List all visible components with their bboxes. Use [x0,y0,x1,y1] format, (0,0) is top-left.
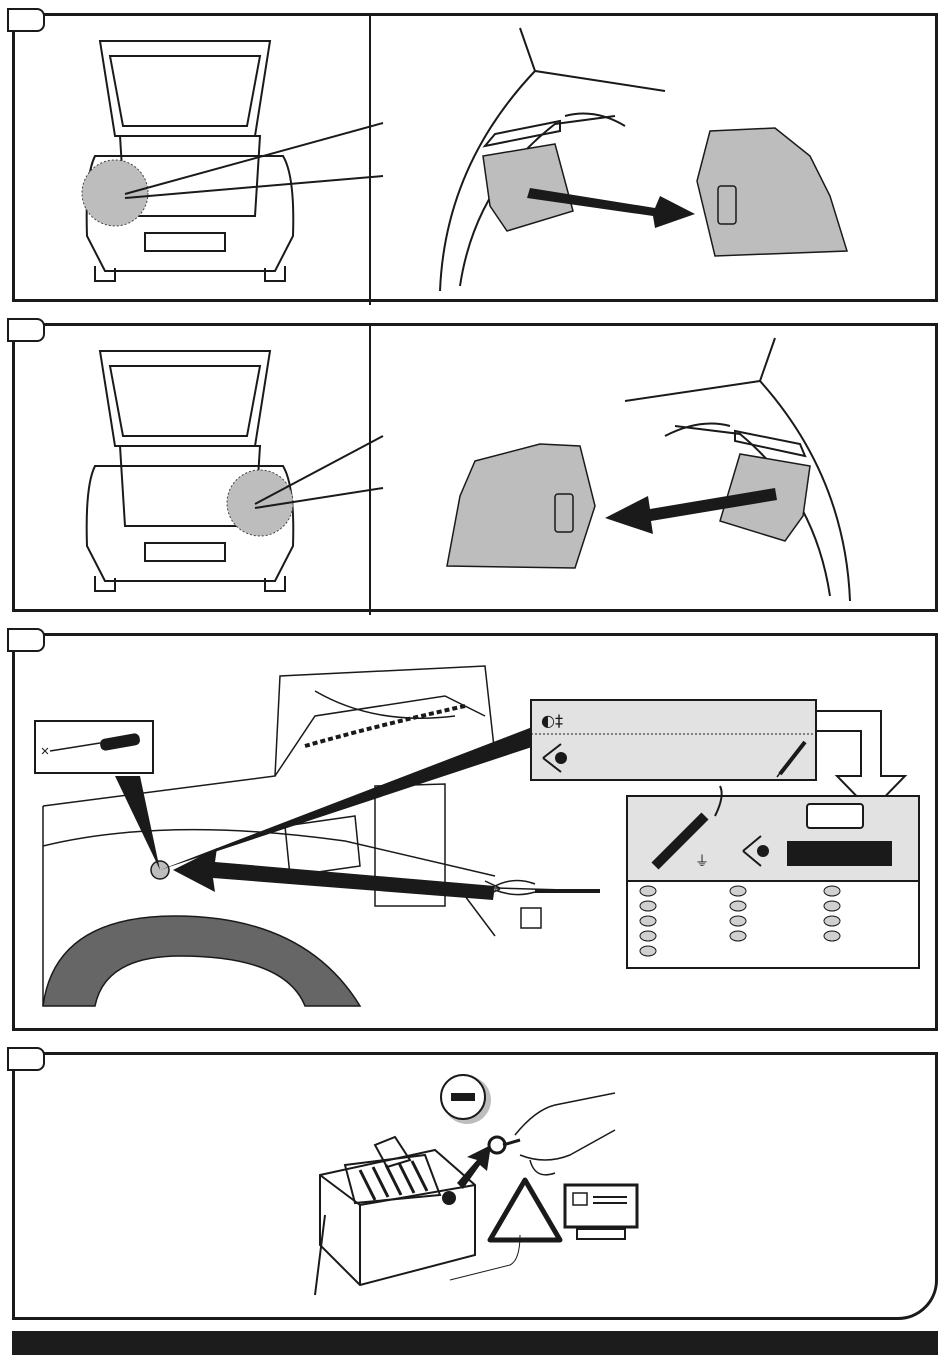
cable-clamp [489,1137,505,1153]
fog-lamp-icon: ◐‡ [541,711,563,730]
step-4-panel [12,1052,938,1320]
spare-wheel-well [43,916,360,1006]
trunk-side-panel [483,144,573,231]
manual-icon [565,1185,637,1239]
cable-arrow [173,848,495,900]
step-1-illustration [15,16,941,305]
footer-bar [12,1331,938,1355]
ground-icon: ⏚ [695,854,709,870]
black-label [787,841,892,866]
step-3-panel: ◐‡ ⏚ [12,633,938,1031]
warning-triangle-icon [490,1180,560,1240]
screwdriver-box [35,721,153,773]
removed-trim-panel [697,128,847,256]
wire-bundle [485,880,600,896]
step-2-illustration [15,326,941,615]
hand-with-clamp [515,1093,615,1175]
step-4-tab [7,1047,45,1071]
harness-cable [305,706,465,746]
battery-terminal [442,1191,456,1205]
battery [315,1137,475,1295]
wire-checkbox [521,908,541,928]
negative-terminal-icon [441,1075,491,1124]
step-2-tab [7,318,45,342]
lift-arrow [457,1145,491,1189]
test-panel: ⏚ [627,786,919,968]
fog-lamp-info-box: ◐‡ [531,700,816,780]
white-label [807,804,863,828]
step-3-illustration: ◐‡ ⏚ [15,636,941,1034]
step-1-panel [12,13,938,302]
step-4-illustration [15,1055,941,1323]
step-3-tab [7,628,45,652]
step-2-panel [12,323,938,612]
highlight-circle [82,160,148,226]
step-1-tab [7,8,45,32]
